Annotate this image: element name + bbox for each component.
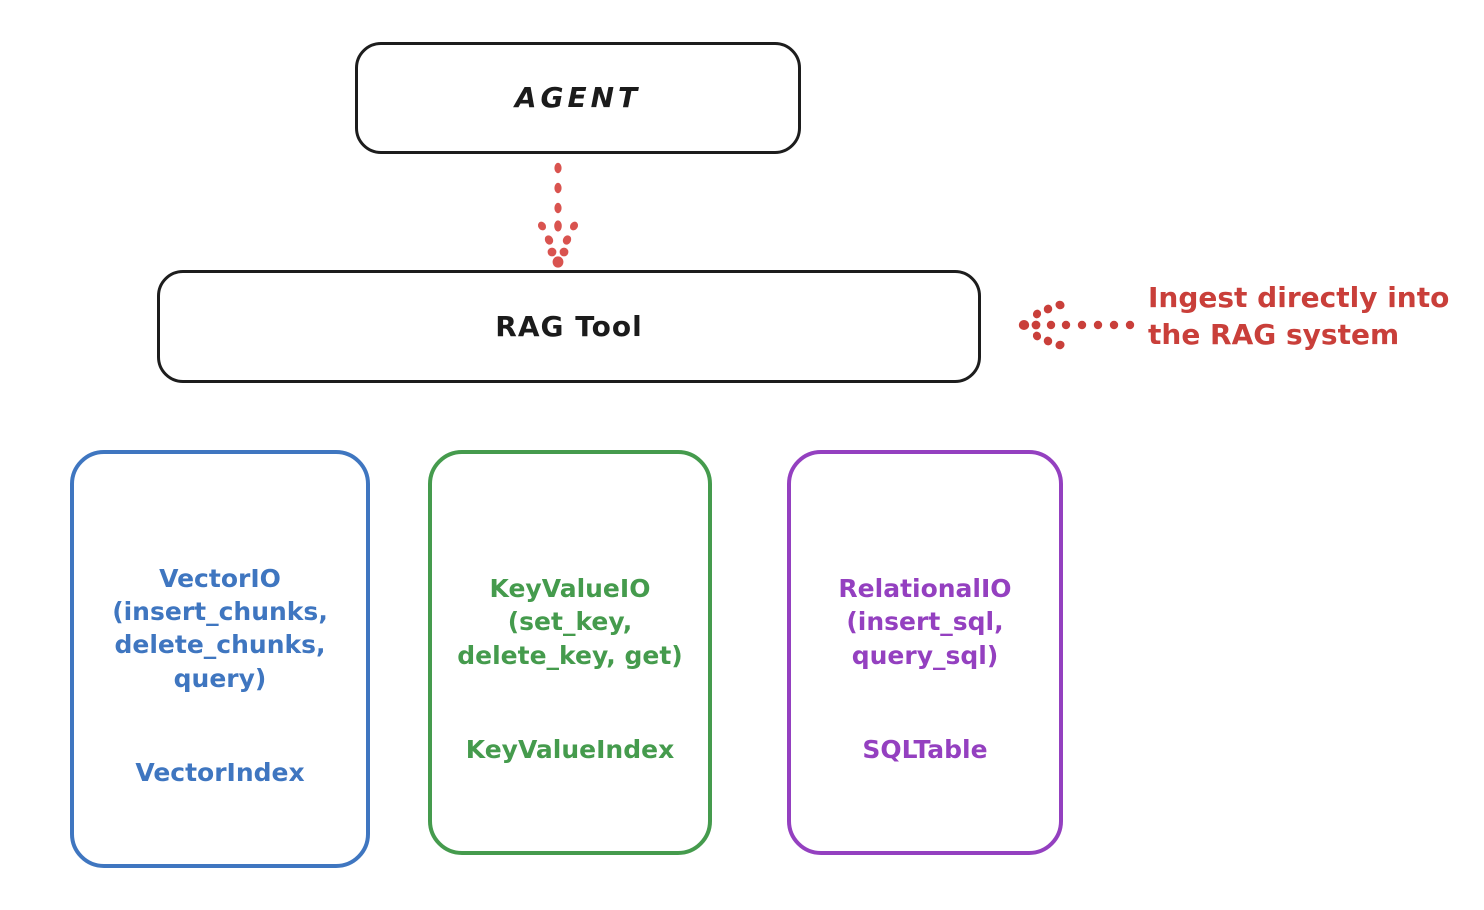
node-rag-tool-label: RAG Tool [495, 309, 643, 343]
connector-agent-to-rag-tool-arrow-icon [537, 162, 579, 268]
node-vector-io-index-label: VectorIndex [135, 758, 305, 788]
node-agent-label: AGENT [514, 81, 642, 115]
node-key-value-io-index-label: KeyValueIndex [465, 735, 675, 764]
node-vector-io-api-label: VectorIO (insert_chunks, delete_chunks, … [112, 563, 328, 693]
node-key-value-io-text: KeyValueIO (set_key, delete_key, get) Ke… [457, 539, 682, 767]
node-vector-io[interactable]: VectorIO (insert_chunks, delete_chunks, … [70, 450, 370, 868]
node-key-value-io[interactable]: KeyValueIO (set_key, delete_key, get) Ke… [428, 450, 712, 855]
connector-ingest-arrow-icon [1018, 300, 1135, 350]
node-vector-io-text: VectorIO (insert_chunks, delete_chunks, … [112, 529, 328, 790]
node-relational-io-text: RelationalIO (insert_sql, query_sql) SQL… [838, 539, 1011, 767]
node-key-value-io-api-label: KeyValueIO (set_key, delete_key, get) [457, 574, 683, 670]
node-relational-io-index-label: SQLTable [862, 735, 988, 764]
annotation-ingest-note: Ingest directly into the RAG system [1148, 281, 1450, 351]
vector-io-spacer [112, 695, 328, 723]
node-relational-io-api-label: RelationalIO (insert_sql, query_sql) [838, 574, 1012, 670]
relational-io-spacer [838, 672, 1011, 700]
node-agent[interactable]: AGENT [355, 42, 801, 154]
node-relational-io[interactable]: RelationalIO (insert_sql, query_sql) SQL… [787, 450, 1063, 855]
node-rag-tool[interactable]: RAG Tool [157, 270, 981, 383]
key-value-io-spacer [457, 672, 682, 700]
